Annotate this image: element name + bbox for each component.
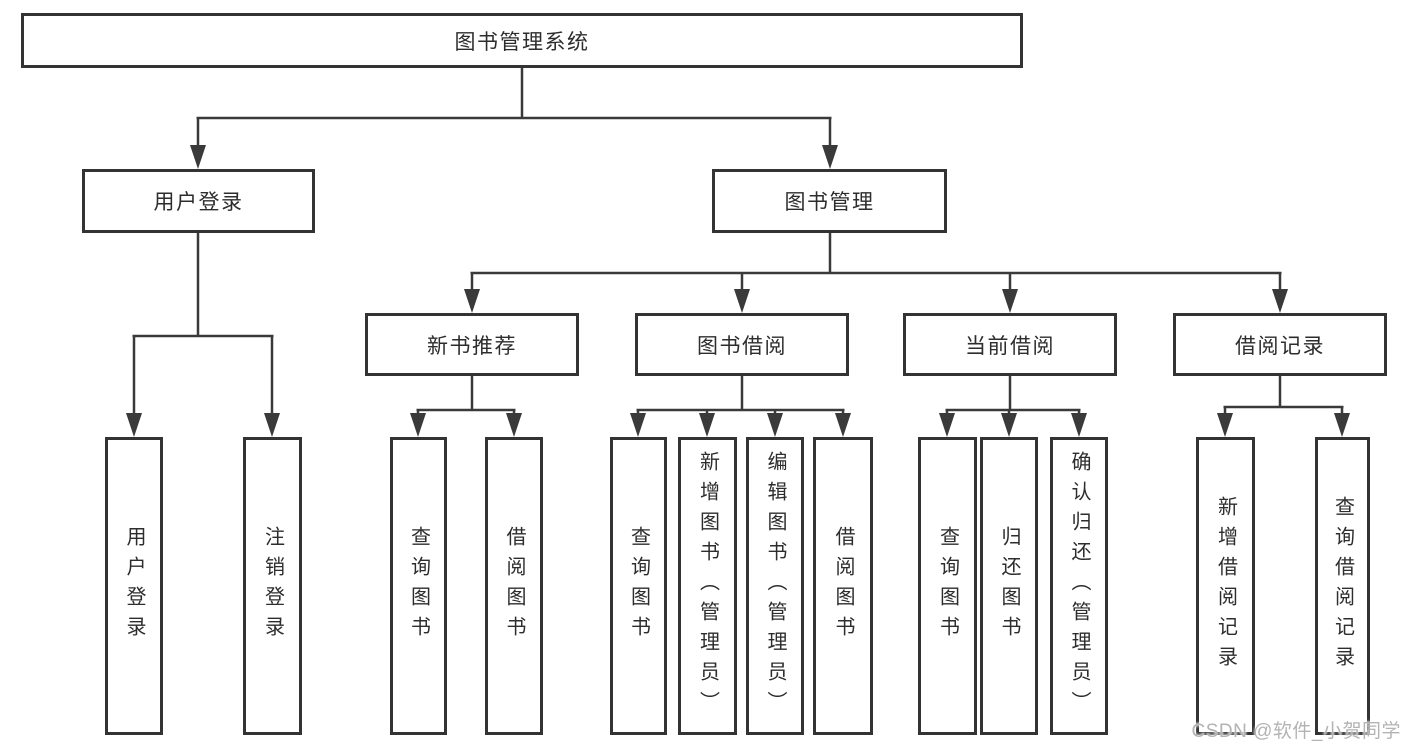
node-root: 图书管理系统 (21, 13, 1023, 68)
node-book-management: 图书管理 (712, 169, 947, 233)
node-label: 图书管理系统 (454, 30, 590, 54)
node-label: 用户登录 (123, 526, 145, 646)
node-query-borrow-record: 查询借阅记录 (1315, 437, 1370, 735)
node-label: 用户登录 (153, 191, 244, 214)
node-label: 图书管理 (784, 191, 875, 214)
node-query-book-newrec: 查询图书 (390, 437, 447, 735)
node-logout-op: 注销登录 (243, 437, 302, 735)
node-borrow-record: 借阅记录 (1173, 313, 1387, 376)
node-current-borrow: 当前借阅 (903, 313, 1117, 376)
node-label: 确认归还（管理员） (1068, 451, 1090, 721)
node-label: 借阅图书 (503, 526, 525, 646)
node-user-login: 用户登录 (82, 169, 315, 233)
node-label: 注销登录 (261, 526, 284, 646)
node-label: 借阅记录 (1235, 334, 1325, 358)
node-confirm-return-admin: 确认归还（管理员） (1050, 437, 1108, 735)
node-borrow-book-newrec: 借阅图书 (485, 437, 543, 735)
node-user-login-op: 用户登录 (105, 437, 163, 735)
node-add-book-admin: 新增图书（管理员） (678, 437, 737, 735)
node-add-borrow-record: 新增借阅记录 (1196, 437, 1255, 735)
node-query-book-current: 查询图书 (918, 437, 977, 735)
node-label: 编辑图书（管理员） (764, 451, 786, 721)
node-label: 当前借阅 (965, 334, 1055, 358)
node-label: 图书借阅 (697, 334, 787, 358)
node-label: 借阅图书 (832, 526, 854, 646)
node-return-book: 归还图书 (980, 437, 1038, 735)
node-book-borrow: 图书借阅 (635, 313, 849, 376)
node-new-book-recommend: 新书推荐 (365, 313, 579, 376)
node-edit-book-admin: 编辑图书（管理员） (746, 437, 804, 735)
node-label: 新增图书（管理员） (696, 451, 719, 721)
node-label: 归还图书 (998, 526, 1020, 646)
watermark-text: CSDN @软件_小贺同学 (1191, 721, 1401, 742)
node-query-book-borrow: 查询图书 (610, 437, 667, 735)
node-label: 新增借阅记录 (1214, 496, 1237, 676)
node-label: 查询图书 (627, 526, 650, 646)
node-label: 查询借阅记录 (1331, 496, 1354, 676)
node-label: 查询图书 (407, 526, 430, 646)
node-label: 查询图书 (936, 526, 959, 646)
node-borrow-book-op: 借阅图书 (813, 437, 873, 735)
node-label: 新书推荐 (427, 334, 517, 358)
